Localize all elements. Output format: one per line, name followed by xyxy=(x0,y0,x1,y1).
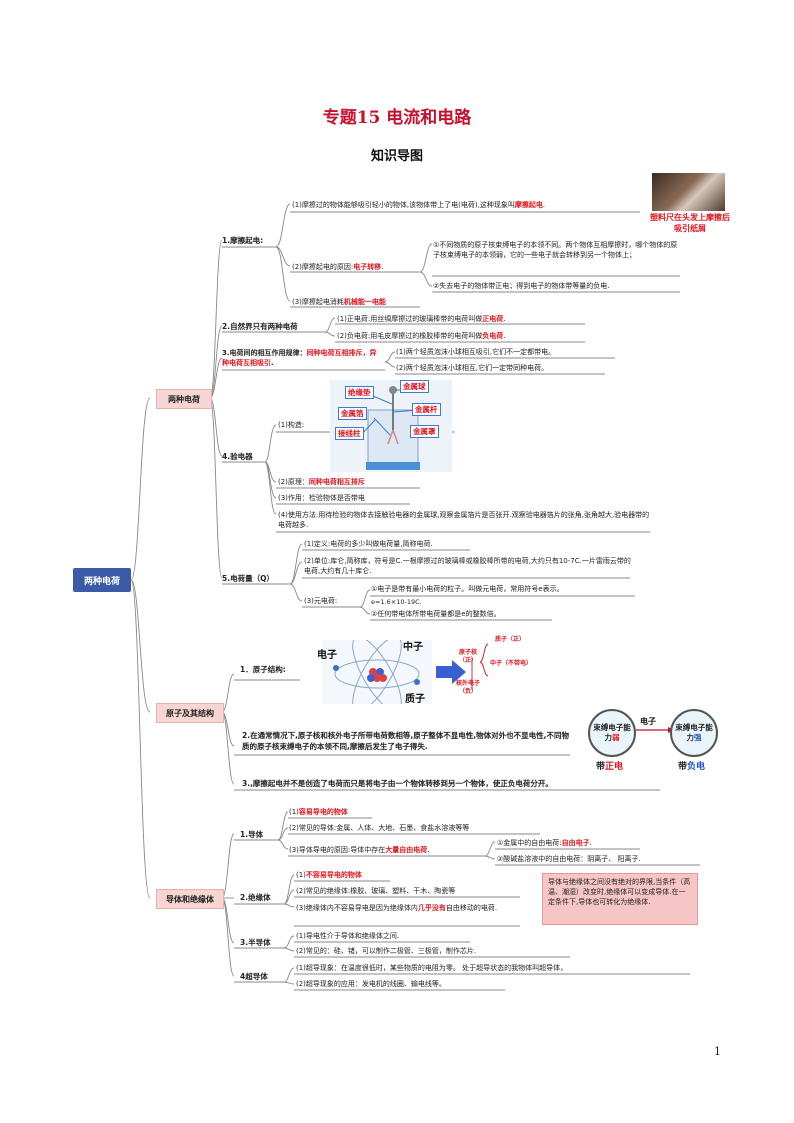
friction-energy: (3)摩擦起电消耗机械能一电能 xyxy=(292,298,386,306)
node-semiconductor: 3.半导体 xyxy=(240,938,271,947)
conductor-reason: (3)导体导电的原因:导体中存在大量自由电荷. xyxy=(289,846,430,854)
node-interaction-law: 3.电荷间的相互作用规律：同种电荷互相排斥，异种电荷互相吸引. xyxy=(222,349,377,367)
node-electroscope: 4.验电器 xyxy=(222,452,253,461)
part-ball: 金属球 xyxy=(400,380,429,393)
node-charge-quantity: 5.电荷量（Q） xyxy=(222,574,274,583)
interaction-repel: (2)两个轻质泡沫小球相互,它们一定带同种电荷。 xyxy=(396,364,549,372)
friction-not-creation: 3.,摩擦起电并不是创造了电荷而只是将电子由一个物体转移到另一个物体，使正负电荷… xyxy=(242,779,553,788)
friction-cause-a: ①不同物质的原子核束缚电子的本领不同。两个物体互相摩擦时，哪个物体的原子核束缚电… xyxy=(433,241,678,259)
strong-binding-circle: 束缚电子能力强 xyxy=(670,709,718,757)
node-atom-structure: 1．原子结构: xyxy=(240,665,286,674)
quantity-definition: (1)定义:电荷的多少叫做电荷量,简称电荷. xyxy=(304,540,433,548)
comb-hair-photo xyxy=(652,173,725,211)
negative-charge: (2)负电荷:用毛皮摩擦过的橡胶棒带的电荷叫做负电荷. xyxy=(337,332,506,340)
part-rod: 金属杆 xyxy=(412,403,441,416)
outer-electron-detail: 核外电子（负） xyxy=(455,680,480,695)
elementary-charge: (3)元电荷: xyxy=(304,597,338,605)
weak-binding-circle: 束缚电子能力弱 xyxy=(588,709,636,757)
atom-neutrality: 2.在通常情况下,原子核和核外电子所带电荷数相等,原子整体不显电性,物体对外也不… xyxy=(242,731,569,751)
conductor-insulator-note: 导体与绝缘体之间没有绝对的界限,当条件（高温、潮湿）改变时,绝缘体可以变成导体.… xyxy=(542,873,698,925)
node-friction-charging: 1.摩擦起电: xyxy=(222,236,264,245)
page-number: 1 xyxy=(714,1045,721,1058)
neutron-detail: 中子（不带电） xyxy=(490,660,533,667)
page-subtitle: 知识导图 xyxy=(370,149,423,164)
electroscope-structure: (1)构造: xyxy=(278,421,305,429)
solution-free-charge: ②酸碱盐溶液中的自由电荷：阴离子、 阳离子. xyxy=(497,855,641,863)
category-atom: 原子及其结构 xyxy=(156,703,224,723)
metal-free-charge: ①金属中的自由电荷:自由电子. xyxy=(497,839,592,847)
friction-cause: (2)摩擦起电的原因:电子转移. xyxy=(292,263,384,271)
part-insulator: 绝缘垫 xyxy=(345,386,374,399)
elementary-charge-a: ①电子是带有最小电荷的粒子。叫做元电荷，常用符号e表示。 xyxy=(371,585,564,593)
conductor-definition: (1)容易导电的物体 xyxy=(289,808,348,816)
superconductor-applications: (2)超导现象的应用：发电机的线圈、输电线等。 xyxy=(296,980,446,988)
electron-arrow-label: 电子 xyxy=(640,717,656,726)
quantity-unit: (2)单位:库仑,简称库，符号是C.一根摩擦过的玻璃棒或橡胶棒所带的电荷,大约只… xyxy=(304,557,631,575)
atom-electron-label: 电子 xyxy=(317,650,337,661)
electroscope-function: (3)作用：检验物体是否带电 xyxy=(278,494,365,502)
atom-arrow xyxy=(436,660,466,684)
insulator-examples: (2)常见的绝缘体:橡胶、玻璃、塑料、干木、陶瓷等 xyxy=(296,887,456,895)
atom-neutron-label: 中子 xyxy=(403,642,423,653)
atom-drawing xyxy=(333,640,420,704)
positive-result: 带正电 xyxy=(596,762,624,772)
negative-result: 带负电 xyxy=(678,762,706,772)
semiconductor-examples: (2)常见的：硅、锗，可以制作二极管、三极管，制作芯片. xyxy=(296,947,477,955)
root-node: 两种电荷 xyxy=(73,568,131,592)
electroscope-diagram: 绝缘垫 金属球 金属箔 金属杆 接线柱 金属罩 xyxy=(330,380,452,472)
elementary-charge-b: ②任何带电体所带电荷量都是e的整数倍。 xyxy=(371,610,501,618)
elementary-charge-formula: e=1.6×10-19C. xyxy=(371,598,422,606)
friction-definition: (1)摩擦过的物体能够吸引轻小的物体,该物体带上了电(电荷),这种现象叫摩擦起电… xyxy=(292,201,546,209)
node-insulator: 2.绝缘体 xyxy=(240,893,271,902)
part-cover: 金属罩 xyxy=(410,425,439,438)
electroscope-principle: (2)原理：同种电荷相互排斥 xyxy=(278,478,365,486)
conductor-examples: (2)常见的导体:金属、人体、大地、石墨、食盐水溶液等等 xyxy=(289,824,470,832)
interaction-attract: (1)两个轻质泡沫小球相互吸引,它们不一定都带电。 xyxy=(396,348,556,356)
category-charges: 两种电荷 xyxy=(156,389,212,409)
node-conductor: 1.导体 xyxy=(240,830,264,839)
friction-cause-b: ②失去电子的物体带正电；得到电子的物体带等量的负电. xyxy=(433,282,610,290)
atom-diagram xyxy=(322,640,432,704)
atom-proton-label: 质子 xyxy=(405,694,425,705)
nucleus-label: 原子核（正） xyxy=(458,649,477,664)
positive-charge: (1)正电荷:用丝绸摩擦过的玻璃棒带的电荷叫做正电荷. xyxy=(337,315,506,323)
node-superconductor: 4超导体 xyxy=(240,972,268,981)
proton-detail: 质子（正） xyxy=(494,636,525,643)
part-foil: 金属箔 xyxy=(338,407,367,420)
semiconductor-definition: (1)导电性介于导体和绝缘体之间. xyxy=(296,932,400,940)
part-terminal: 接线柱 xyxy=(335,427,364,440)
electroscope-usage: (4)使用方法:用待检验的物体去接触验电器的金属球,观察金属箔片是否张开.观察验… xyxy=(278,511,650,529)
insulator-reason: (3)绝缘体内不容易导电是因为绝缘体内几乎没有自由移动的电荷. xyxy=(296,904,498,912)
node-two-charges: 2.自然界只有两种电荷 xyxy=(222,322,298,331)
page-title: 专题15 电流和电路 xyxy=(322,108,472,128)
photo-caption: 塑料尺在头发上摩擦后吸引纸屑 xyxy=(650,213,730,233)
insulator-definition: (1)不容易导电的物体 xyxy=(296,871,362,879)
category-conductors: 导体和绝缘体 xyxy=(156,889,224,909)
superconductor-phenomenon: (1)超导现象：在温度很低时，某些物质的电阻为零。 处于超导状态的我物体叫超导体… xyxy=(296,964,568,972)
